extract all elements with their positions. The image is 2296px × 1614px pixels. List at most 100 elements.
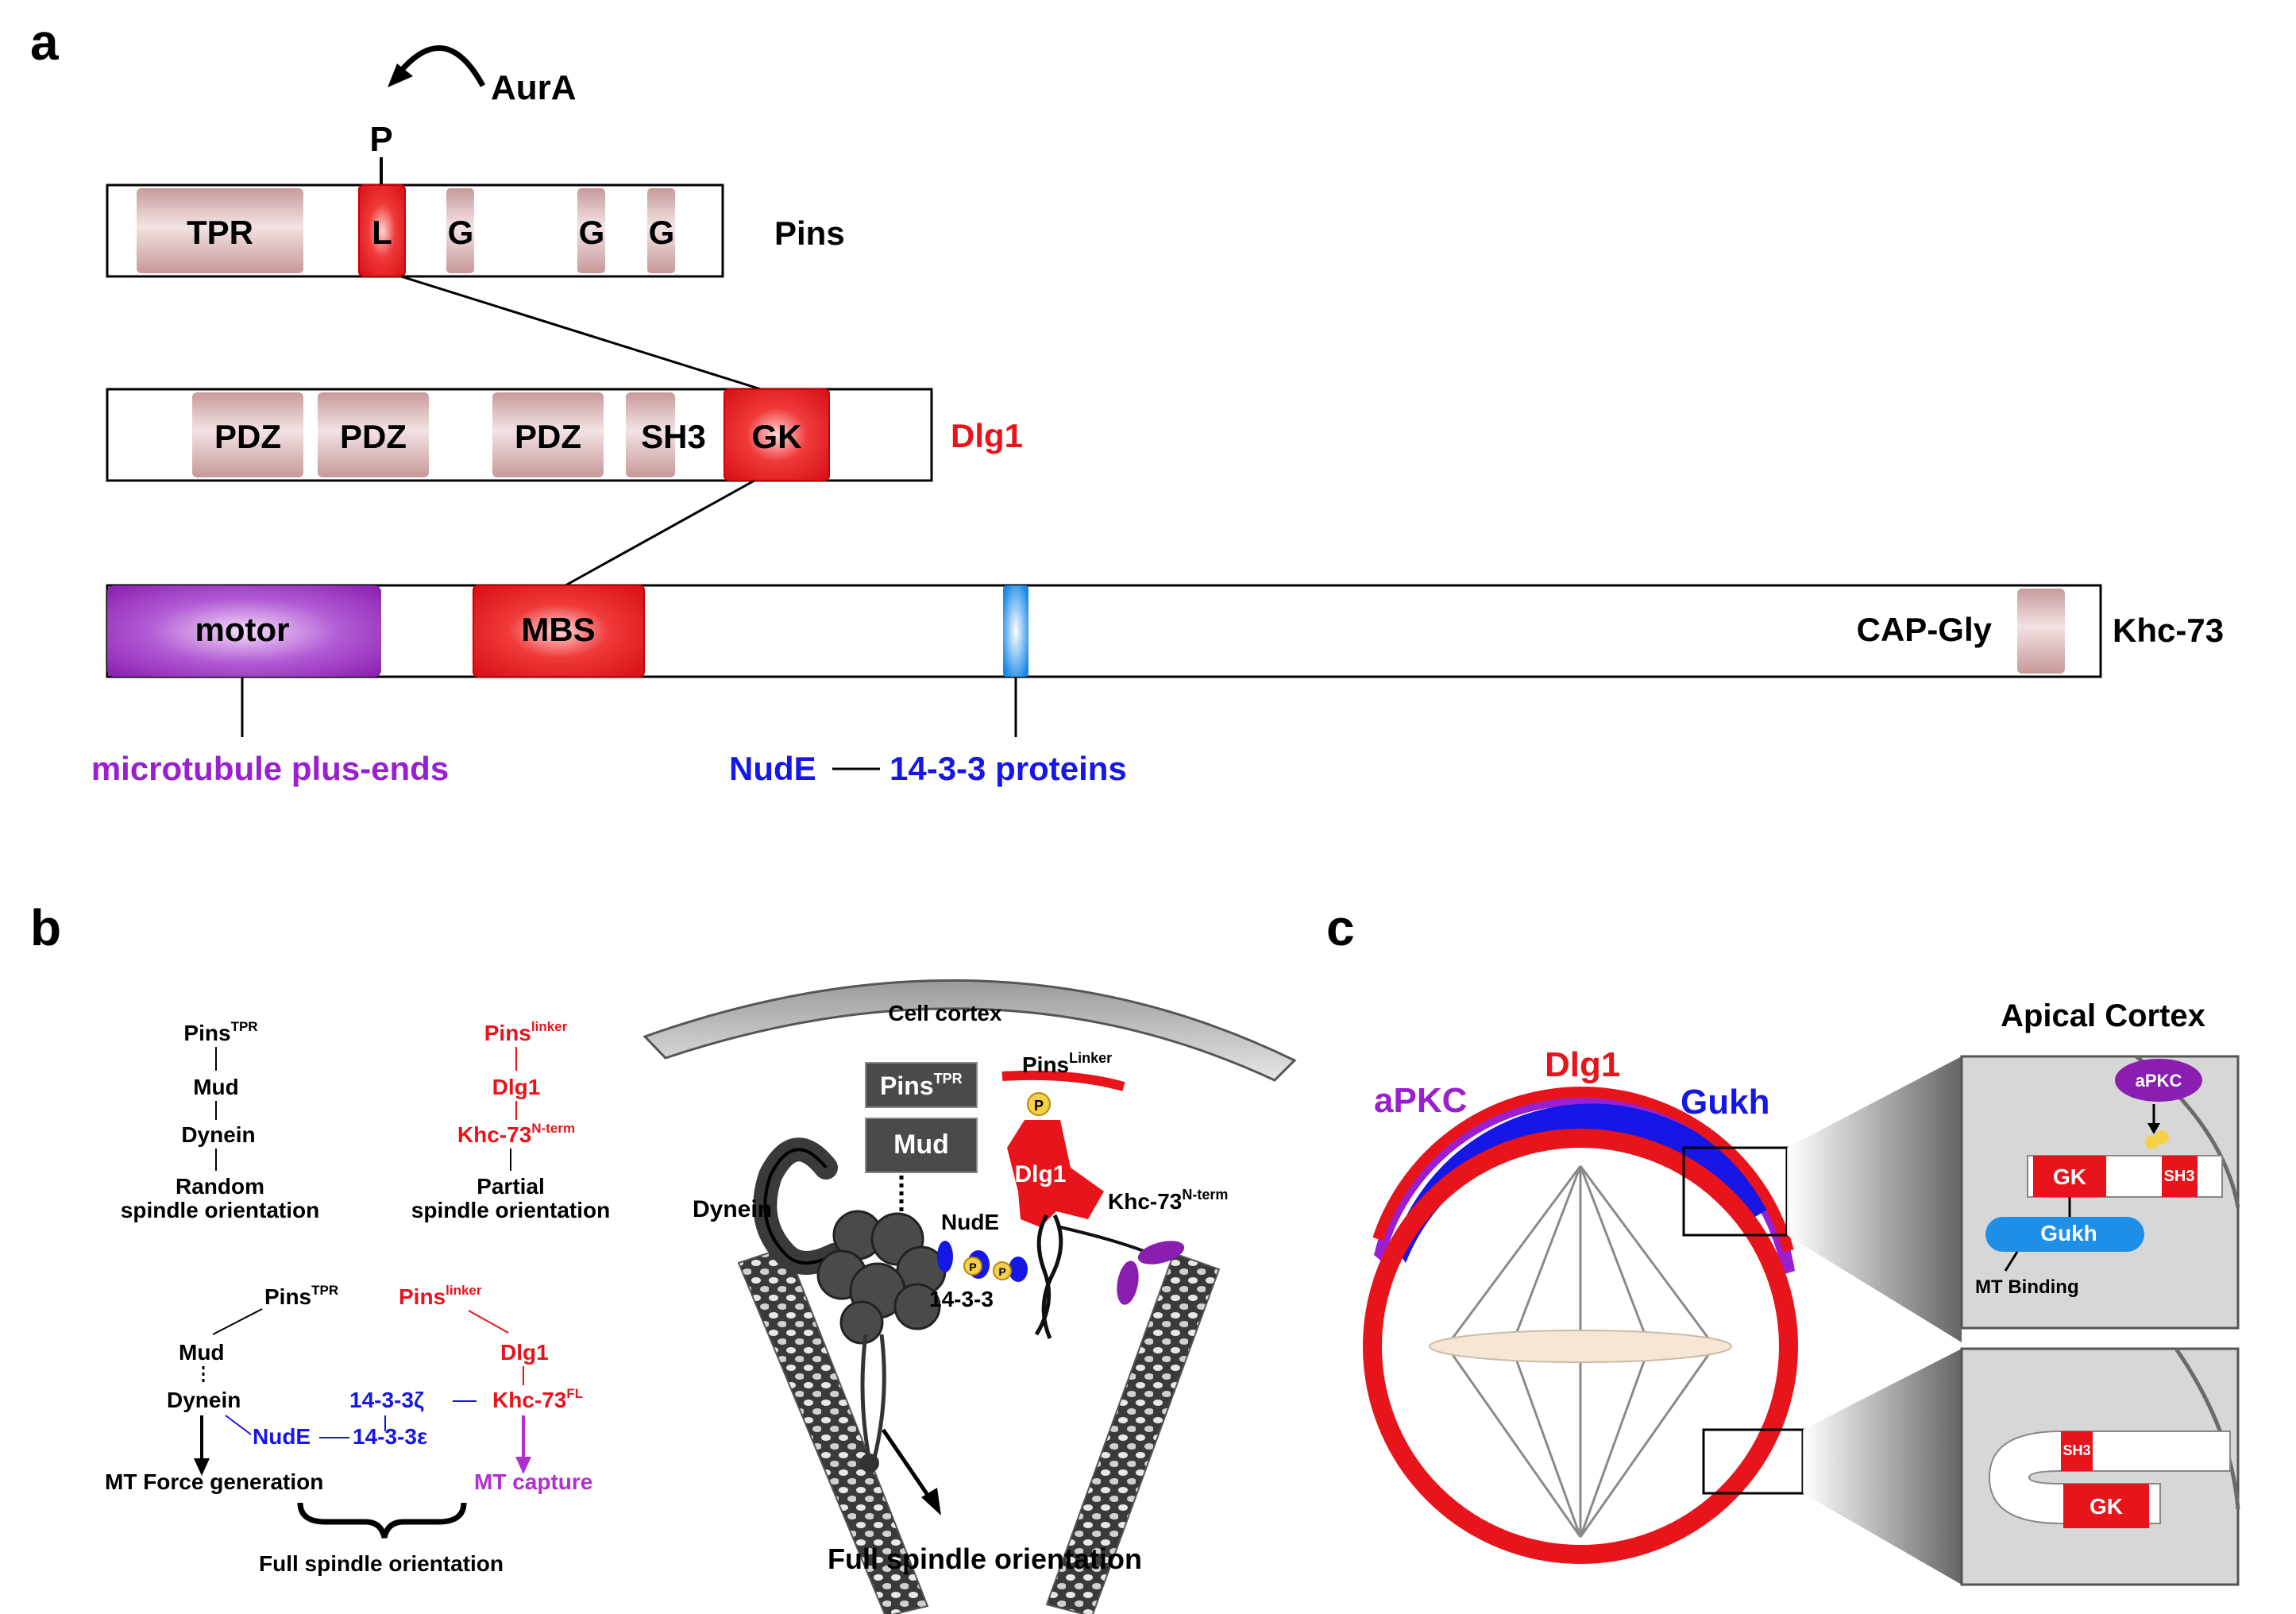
cartoon-khc-coil bbox=[1034, 1214, 1063, 1339]
zoom-cone-top bbox=[1787, 1056, 1962, 1342]
cartoon-dynein-stalk-outline bbox=[763, 1148, 835, 1265]
full-pins-tpr: PinsTPR bbox=[264, 1283, 338, 1309]
cartoon-1433-b bbox=[1009, 1257, 1028, 1282]
full-dynein: Dynein bbox=[167, 1388, 241, 1412]
pins-g2-domain bbox=[577, 188, 605, 273]
full-zeta: 14-3-3ζ bbox=[349, 1388, 424, 1412]
full-nude: NudE bbox=[253, 1424, 311, 1449]
pins-g2-label: G bbox=[579, 214, 605, 251]
pathway-partial-top: Pinslinker bbox=[484, 1019, 568, 1045]
microtubule-plus-ends-label: microtubule plus-ends bbox=[91, 750, 449, 787]
pins-linker-label: L bbox=[372, 214, 392, 251]
inset-bottom-gk bbox=[2063, 1484, 2149, 1528]
cartoon-dynein-foot bbox=[860, 1454, 879, 1473]
full-capture: MT capture bbox=[474, 1469, 592, 1494]
apkc-label: aPKC bbox=[1374, 1081, 1467, 1120]
gukh-crescent bbox=[1394, 1103, 1771, 1263]
cartoon-phospho-1433-b bbox=[993, 1261, 1012, 1280]
nude-label: NudE bbox=[729, 750, 816, 787]
cartoon-nude bbox=[937, 1241, 953, 1272]
cartoon-phospho-1433-a-label: P bbox=[969, 1261, 976, 1273]
inset-gk bbox=[2033, 1156, 2106, 1197]
dlg1-label: Dlg1 bbox=[1545, 1045, 1620, 1084]
cartoon-khc-label: Khc-73N-term bbox=[1108, 1187, 1228, 1214]
pathway-partial: Pinslinker Dlg1 Khc-73N-term Partial spi… bbox=[411, 1019, 610, 1222]
full-dlg1: Dlg1 bbox=[500, 1340, 549, 1365]
pins-g3-domain bbox=[647, 188, 675, 273]
panel-c-label: c bbox=[1326, 899, 1355, 956]
inset-gukh-label: Gukh bbox=[2040, 1221, 2097, 1245]
inset-sh3 bbox=[2162, 1156, 2198, 1197]
pathway-partial-khc: Khc-73N-term bbox=[457, 1121, 575, 1147]
khc73-mbs-label: MBS bbox=[521, 611, 595, 648]
inset-folded-chain bbox=[1988, 1431, 2231, 1524]
khc73-capgly-domain bbox=[2017, 589, 2065, 674]
pathway-partial-result-1: Partial bbox=[477, 1174, 545, 1199]
dlg1-pdz1-label: PDZ bbox=[214, 418, 281, 455]
dlg1-name: Dlg1 bbox=[951, 417, 1023, 454]
panel-a-label: a bbox=[30, 14, 59, 71]
dlg1-sh3-domain bbox=[626, 392, 675, 477]
khc73-nude-site bbox=[1003, 585, 1028, 677]
pathway-partial-result-2: spindle orientation bbox=[411, 1198, 610, 1222]
cartoon-nude-label: NudE bbox=[941, 1210, 999, 1234]
pathway-random-mud: Mud bbox=[193, 1075, 239, 1099]
cartoon-dlg1-label: Dlg1 bbox=[1014, 1161, 1066, 1187]
panel-a: a AurA P TPR L G G G Pins PDZ PDZ PDZ SH… bbox=[30, 14, 2224, 787]
inset-gukh bbox=[1985, 1217, 2144, 1252]
aura-arrowhead bbox=[388, 64, 413, 87]
cartoon-pins-tpr bbox=[865, 1062, 978, 1108]
pins-g3-label: G bbox=[649, 214, 675, 251]
cell-cortex-label: Cell cortex bbox=[888, 1001, 1002, 1025]
khc73-name: Khc-73 bbox=[2113, 612, 2224, 649]
inset-bottom-sh3-label: SH3 bbox=[2063, 1442, 2090, 1458]
phospho-label: P bbox=[369, 120, 392, 159]
dlg1-gk-label: GK bbox=[752, 418, 802, 455]
inset-gk-label: GK bbox=[2053, 1164, 2086, 1189]
pathway-random-dynein: Dynein bbox=[181, 1122, 255, 1147]
pathway-partial-dlg1: Dlg1 bbox=[492, 1075, 541, 1099]
inset-apkc bbox=[2115, 1059, 2202, 1102]
cartoon-phospho-1433-a bbox=[963, 1257, 982, 1276]
full-brace-label: Full spindle orientation bbox=[259, 1551, 504, 1576]
pathway-random: PinsTPR Mud Dynein Random spindle orient… bbox=[121, 1019, 319, 1222]
cartoon-dynein-head bbox=[816, 1210, 947, 1345]
pathway-full: PinsTPR Mud Dynein NudE 14-3-3ζ 14-3-3ε … bbox=[105, 1283, 592, 1576]
cartoon-khc-head-1 bbox=[1137, 1241, 1185, 1265]
cell-cortex bbox=[642, 979, 1297, 1082]
protein-1433-label: 14-3-3 proteins bbox=[889, 750, 1127, 787]
full-force: MT Force generation bbox=[105, 1469, 323, 1494]
dlg1-pdz1-domain bbox=[192, 392, 303, 477]
spindle-cartoon: Cell cortex PinsTPR Mud PinsLinker P Dlg… bbox=[642, 979, 1297, 1614]
cartoon-force-arrowhead bbox=[921, 1488, 941, 1516]
inset-mt-label: MT Binding bbox=[1975, 1276, 2079, 1298]
khc73-bar bbox=[106, 584, 2102, 678]
dlg1-pdz2-domain bbox=[318, 392, 429, 477]
cartoon-phospho-1433-b-label: P bbox=[998, 1265, 1005, 1278]
inset-top: aPKC GK SH3 Gukh MT Binding bbox=[1960, 1055, 2240, 1330]
aura-arrow bbox=[395, 45, 486, 87]
cartoon-khc-arm bbox=[1059, 1226, 1144, 1253]
pins-g1-label: G bbox=[448, 214, 474, 251]
pins-tpr-domain bbox=[137, 188, 303, 273]
cartoon-caption: Full spindle orientation bbox=[828, 1543, 1142, 1575]
panel-b-label: b bbox=[30, 899, 61, 956]
cartoon-mud bbox=[865, 1118, 978, 1173]
pins-dlg1-connector bbox=[400, 275, 762, 391]
pins-name: Pins bbox=[774, 214, 845, 252]
panel-b: b PinsTPR Mud Dynein Random spindle orie… bbox=[30, 899, 1297, 1614]
metaphase-plate bbox=[1429, 1330, 1732, 1363]
pins-linker-domain bbox=[358, 184, 406, 277]
spindle bbox=[1448, 1165, 1713, 1538]
pathway-random-result-1: Random bbox=[176, 1174, 264, 1199]
inset-bottom: SH3 GK bbox=[1960, 1347, 2240, 1586]
dlg1-crescent-top bbox=[1372, 1087, 1794, 1253]
gukh-label: Gukh bbox=[1681, 1083, 1769, 1122]
full-brace bbox=[297, 1502, 467, 1539]
inset-apkc-label: aPKC bbox=[2136, 1071, 2182, 1091]
dlg1-sh3-label: SH3 bbox=[641, 418, 706, 455]
full-mud: Mud bbox=[179, 1340, 225, 1365]
khc73-capgly-label: CAP-Gly bbox=[1857, 611, 1993, 648]
cartoon-mud-label: Mud bbox=[893, 1129, 949, 1160]
